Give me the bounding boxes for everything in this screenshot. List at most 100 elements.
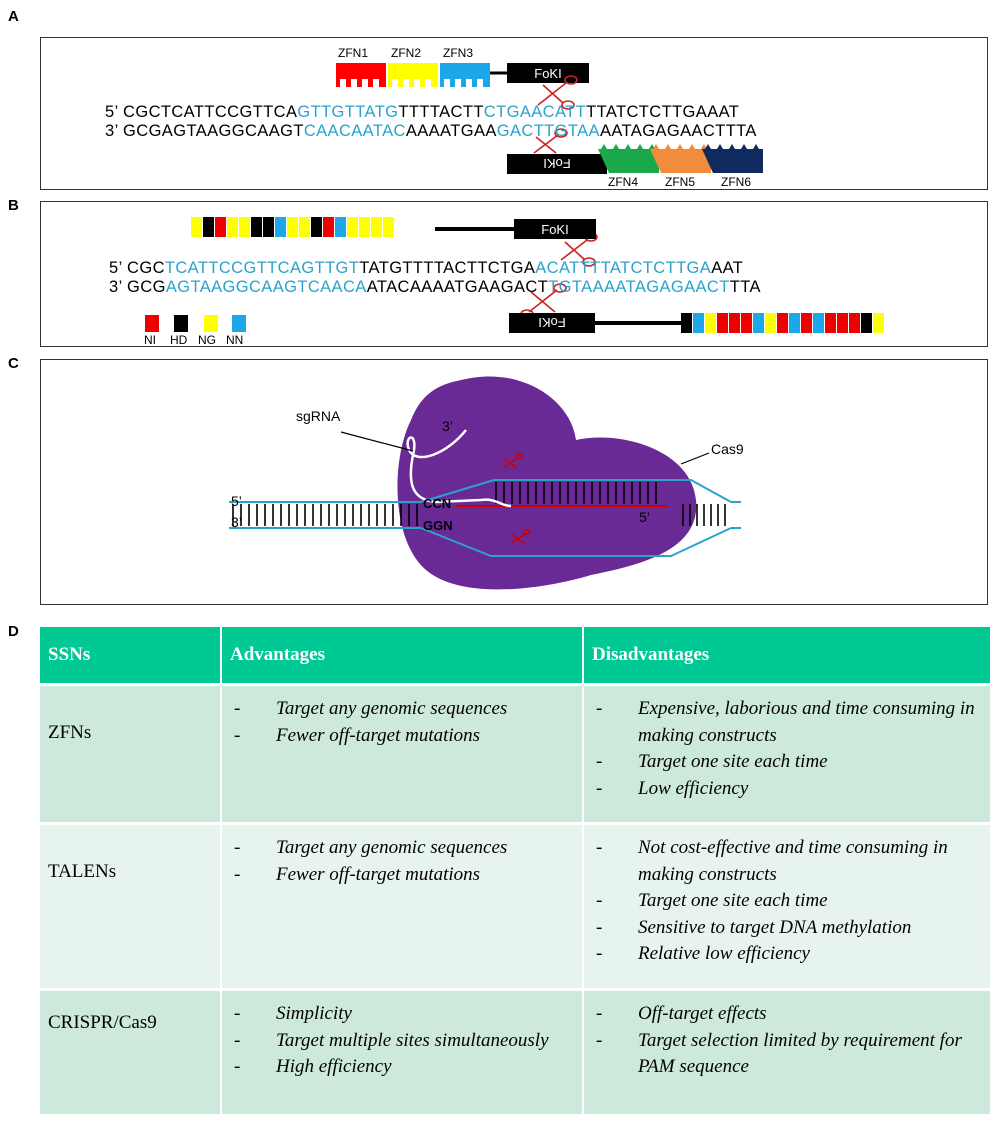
tale-repeat-hd bbox=[681, 313, 692, 333]
panel-a-zfn-diagram: ZFN1 ZFN2 ZFN3 FoKI FoKI ZFN4 ZFN5 ZFN6 bbox=[40, 37, 988, 190]
list-item: -Target one site each time bbox=[596, 890, 828, 911]
tale-repeat-ng bbox=[347, 217, 358, 237]
tale-repeat-ni bbox=[777, 313, 788, 333]
tale-repeat-ng bbox=[705, 313, 716, 333]
panel-c-crispr-diagram: sgRNA 3’ Cas9 5’ 3’ 5’ CCN GGN bbox=[40, 359, 988, 605]
legend-label-ng: NG bbox=[198, 333, 216, 347]
legend-swatch-hd bbox=[174, 315, 188, 332]
zfn1-label: ZFN1 bbox=[338, 46, 368, 60]
ssn-name: TALENs bbox=[40, 825, 222, 991]
legend-label-ni: NI bbox=[144, 333, 156, 347]
sgrna-strand bbox=[406, 429, 512, 508]
tale-repeat-ng bbox=[383, 217, 394, 237]
tale-repeat-ng bbox=[239, 217, 250, 237]
three-prime-left: 3’ bbox=[231, 514, 242, 530]
legend-swatch-nn bbox=[232, 315, 246, 332]
legend-label-nn: NN bbox=[226, 333, 244, 347]
ggn-pam-label: GGN bbox=[423, 518, 453, 533]
tale-repeat-ng bbox=[873, 313, 884, 333]
ssn-name: CRISPR/Cas9 bbox=[40, 991, 222, 1117]
foki-domain-bottom: FoKI bbox=[509, 313, 595, 333]
list-item: -Expensive, laborious and time consuming… bbox=[596, 698, 975, 746]
tale-repeat-ng bbox=[287, 217, 298, 237]
scissors-icon bbox=[537, 75, 578, 110]
tale-repeat-nn bbox=[789, 313, 800, 333]
list-item: -Target one site each time bbox=[596, 751, 828, 772]
header-disadvantages: Disadvantages bbox=[584, 627, 990, 686]
sgrna-label: sgRNA bbox=[296, 408, 341, 424]
disadvantages-cell: -Not cost-effective and time consuming i… bbox=[584, 825, 990, 991]
list-item: -Target selection limited by requirement… bbox=[596, 1029, 962, 1078]
zfn2-label: ZFN2 bbox=[391, 46, 421, 60]
tale-repeat-ng bbox=[191, 217, 202, 237]
talen-shapes bbox=[435, 227, 681, 325]
zfn5-label: ZFN5 bbox=[665, 175, 695, 189]
tale-repeat-ng bbox=[359, 217, 370, 237]
dna-strand-top: 5’ CGCTCATTCCGTTCAGTTGTTATGTTTTACTTCTGAA… bbox=[105, 103, 740, 121]
tale-repeat-hd bbox=[311, 217, 322, 237]
tale-repeat-nn bbox=[813, 313, 824, 333]
tale-repeat-nn bbox=[335, 217, 346, 237]
tale-repeat-ng bbox=[371, 217, 382, 237]
tale-repeat-nn bbox=[753, 313, 764, 333]
tale-repeat-nn bbox=[275, 217, 286, 237]
tale-repeat-hd bbox=[203, 217, 214, 237]
tale-repeat-hd bbox=[263, 217, 274, 237]
tale-repeat-ni bbox=[801, 313, 812, 333]
sgrna-3prime-label: 3’ bbox=[442, 418, 453, 434]
tale-repeat-ni bbox=[849, 313, 860, 333]
zfn1-shape bbox=[336, 63, 386, 87]
crispr-shapes bbox=[229, 376, 741, 590]
five-prime-right: 5’ bbox=[639, 509, 650, 525]
dna-strand-top: 5’ CGCTCATTCCGTTCAGTTGTTATGTTTTACTTCTGAA… bbox=[109, 259, 744, 277]
table-row: CRISPR/Cas9 -Simplicity -Target multiple… bbox=[40, 991, 990, 1117]
advantages-cell: -Target any genomic sequences -Fewer off… bbox=[222, 686, 584, 825]
foki-domain-top: FoKI bbox=[507, 63, 589, 83]
zfn4-shape bbox=[598, 144, 659, 173]
dna-strand-bottom: 3’ GCGAGTAAGGCAAGTCAACAATACAAAATGAAGACTT… bbox=[105, 122, 757, 140]
cas9-label: Cas9 bbox=[711, 441, 744, 457]
list-item: -Fewer off-target mutations bbox=[234, 724, 481, 746]
zfn6-shape bbox=[702, 144, 763, 173]
panel-b-talen-diagram: FoKI FoKI 5’ CGCTCATTCCGTTCAGTTGTTATGTTT… bbox=[40, 201, 988, 347]
table-row: ZFNs -Target any genomic sequences -Fewe… bbox=[40, 686, 990, 825]
header-advantages: Advantages bbox=[222, 627, 584, 686]
list-item: -Target any genomic sequences bbox=[234, 698, 508, 719]
scissors-icon bbox=[520, 283, 567, 319]
zfn3-shape bbox=[440, 63, 490, 87]
tale-repeat-ni bbox=[741, 313, 752, 333]
dna-strand-bottom: 3’ GCGAGTAAGGCAAGTCAACAATACAAAATGAAGACTT… bbox=[109, 278, 761, 296]
tale-repeat-ni bbox=[215, 217, 226, 237]
ssn-name: ZFNs bbox=[40, 686, 222, 825]
ssn-comparison-table: SSNs Advantages Disadvantages ZFNs -Targ… bbox=[40, 627, 990, 1117]
tale-repeats-top bbox=[191, 217, 395, 237]
advantages-cell: -Target any genomic sequences -Fewer off… bbox=[222, 825, 584, 991]
header-ssns: SSNs bbox=[40, 627, 222, 686]
tale-repeat-ng bbox=[765, 313, 776, 333]
foki-domain-top: FoKI bbox=[514, 219, 596, 239]
zfn-shapes bbox=[336, 63, 763, 173]
list-item: -Simplicity bbox=[234, 1003, 352, 1024]
list-item: -Off-target effects bbox=[596, 1003, 767, 1024]
panel-label-d: D bbox=[8, 623, 19, 640]
ccn-pam-label: CCN bbox=[423, 496, 452, 511]
list-item: -Fewer off-target mutations bbox=[234, 863, 481, 885]
list-item: -Target any genomic sequences bbox=[234, 837, 508, 858]
zfn6-label: ZFN6 bbox=[721, 175, 751, 189]
legend-swatch-ni bbox=[145, 315, 159, 332]
list-item: -Target multiple sites simultaneously bbox=[234, 1029, 549, 1051]
zfn2-shape bbox=[388, 63, 438, 87]
tale-repeat-ng bbox=[299, 217, 310, 237]
tale-repeat-ni bbox=[323, 217, 334, 237]
zfn4-label: ZFN4 bbox=[608, 175, 638, 189]
tale-repeat-hd bbox=[251, 217, 262, 237]
cut-site-mark bbox=[502, 453, 523, 469]
legend-label-hd: HD bbox=[170, 333, 188, 347]
tale-repeat-ng bbox=[227, 217, 238, 237]
disadvantages-cell: -Expensive, laborious and time consuming… bbox=[584, 686, 990, 825]
panel-label-c: C bbox=[8, 355, 19, 372]
list-item: -High efficiency bbox=[234, 1056, 392, 1077]
list-item: -Sensitive to target DNA methylation bbox=[596, 916, 912, 938]
scissors-icon bbox=[533, 128, 568, 154]
legend-swatch-ng bbox=[204, 315, 218, 332]
